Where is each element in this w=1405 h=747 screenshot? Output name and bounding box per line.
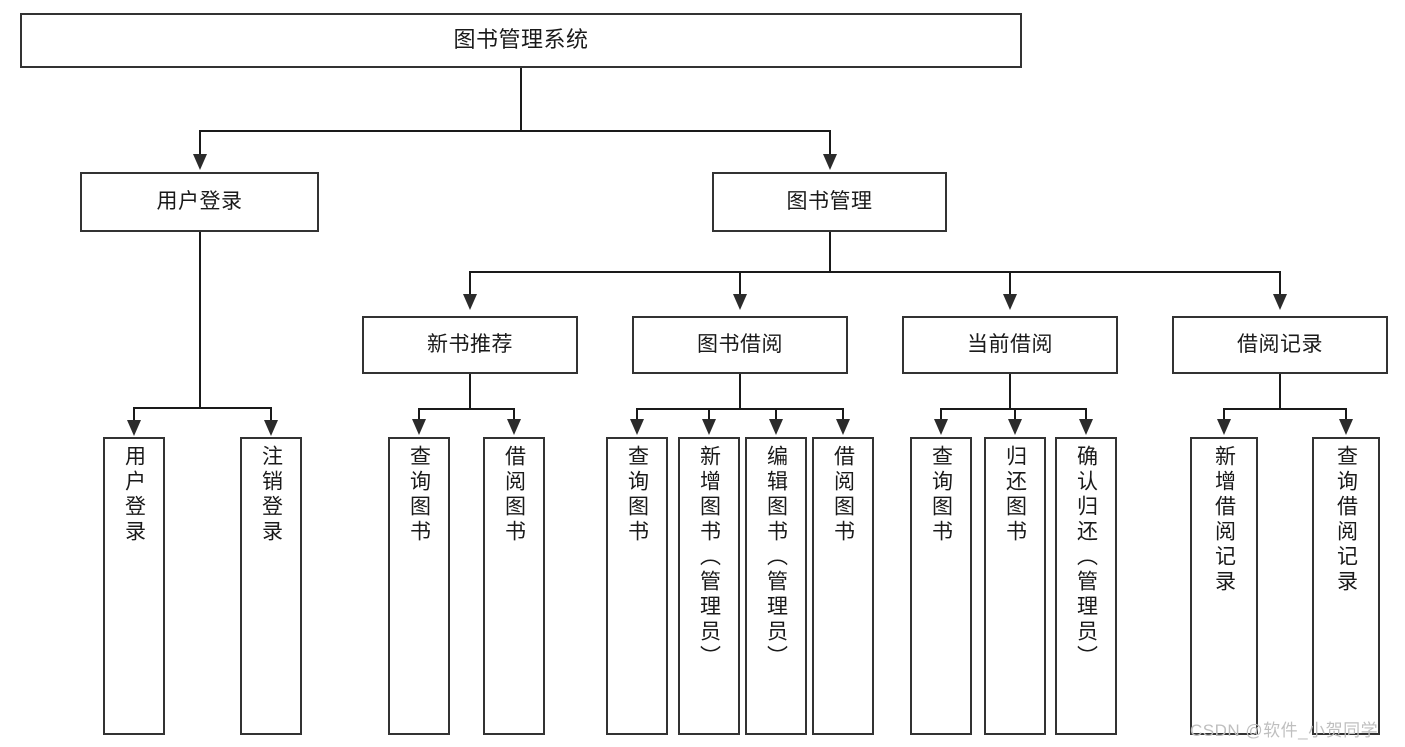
node-label: 借阅记录: [1237, 333, 1323, 357]
connector-book-mgmt-drop-4: [1279, 271, 1281, 295]
connector-book-mgmt-drop-2: [739, 271, 741, 295]
connector-root-bus: [199, 130, 831, 132]
connector-book-mgmt-bus: [469, 271, 1281, 273]
connector-current-stem: [1009, 374, 1011, 410]
connector-borrow-drop-2: [708, 408, 710, 420]
arrow-down-icon: [127, 420, 141, 436]
arrow-down-icon: [934, 419, 948, 435]
arrow-down-icon: [463, 294, 477, 310]
node-user-login[interactable]: 用户登录: [80, 172, 319, 232]
arrow-down-icon: [1003, 294, 1017, 310]
connector-record-drop-2: [1345, 408, 1347, 420]
arrow-down-icon: [823, 154, 837, 170]
connector-root-drop-1: [199, 130, 201, 156]
node-label: 用户登录: [122, 445, 146, 545]
node-label: 注销登录: [259, 445, 283, 545]
connector-record-bus: [1223, 408, 1347, 410]
connector-record-drop-1: [1223, 408, 1225, 420]
leaf-add-borrow-record[interactable]: 新增借阅记录: [1190, 437, 1258, 735]
node-label: 新增借阅记录: [1212, 445, 1236, 595]
node-label: 查询图书: [625, 445, 649, 545]
node-label: 图书借阅: [697, 333, 783, 357]
node-label: 确认归还（管理员）: [1074, 445, 1098, 670]
node-label: 用户登录: [156, 190, 243, 214]
leaf-query-book-current[interactable]: 查询图书: [910, 437, 972, 735]
leaf-add-book-admin[interactable]: 新增图书（管理员）: [678, 437, 740, 735]
leaf-query-book-recommend[interactable]: 查询图书: [388, 437, 450, 735]
leaf-return-book[interactable]: 归还图书: [984, 437, 1046, 735]
arrow-down-icon: [507, 419, 521, 435]
arrow-down-icon: [1008, 419, 1022, 435]
connector-root-stem: [520, 68, 522, 131]
node-label: 当前借阅: [967, 333, 1053, 357]
connector-recommend-bus: [418, 408, 515, 410]
connector-user-login-drop-2: [270, 407, 272, 421]
leaf-confirm-return-admin[interactable]: 确认归还（管理员）: [1055, 437, 1117, 735]
node-book-borrow[interactable]: 图书借阅: [632, 316, 848, 374]
connector-book-mgmt-stem: [829, 232, 831, 273]
connector-recommend-stem: [469, 374, 471, 410]
node-label: 借阅图书: [502, 445, 526, 545]
node-label: 查询图书: [407, 445, 431, 545]
arrow-down-icon: [1079, 419, 1093, 435]
leaf-borrow-book[interactable]: 借阅图书: [812, 437, 874, 735]
arrow-down-icon: [769, 419, 783, 435]
node-label: 图书管理: [786, 190, 873, 214]
arrow-down-icon: [1339, 419, 1353, 435]
connector-recommend-drop-1: [418, 408, 420, 420]
node-book-management[interactable]: 图书管理: [712, 172, 947, 232]
leaf-user-login[interactable]: 用户登录: [103, 437, 165, 735]
arrow-down-icon: [193, 154, 207, 170]
connector-current-drop-3: [1085, 408, 1087, 420]
node-label: 查询借阅记录: [1334, 445, 1358, 595]
arrow-down-icon: [702, 419, 716, 435]
arrow-down-icon: [1273, 294, 1287, 310]
node-label: 归还图书: [1003, 445, 1027, 545]
node-label: 新增图书（管理员）: [697, 445, 721, 670]
connector-record-stem: [1279, 374, 1281, 410]
connector-root-drop-2: [829, 130, 831, 156]
arrow-down-icon: [264, 420, 278, 436]
connector-user-login-drop-1: [133, 407, 135, 421]
arrow-down-icon: [412, 419, 426, 435]
connector-book-mgmt-drop-1: [469, 271, 471, 295]
connector-borrow-drop-4: [842, 408, 844, 420]
connector-book-mgmt-drop-3: [1009, 271, 1011, 295]
node-root-system[interactable]: 图书管理系统: [20, 13, 1022, 68]
node-label: 图书管理系统: [453, 27, 589, 53]
node-current-borrow[interactable]: 当前借阅: [902, 316, 1118, 374]
connector-user-login-stem: [199, 232, 201, 409]
node-label: 借阅图书: [831, 445, 855, 545]
arrow-down-icon: [630, 419, 644, 435]
node-label: 查询图书: [929, 445, 953, 545]
node-new-book-recommend[interactable]: 新书推荐: [362, 316, 578, 374]
connector-borrow-drop-3: [775, 408, 777, 420]
connector-borrow-bus: [636, 408, 843, 410]
leaf-logout[interactable]: 注销登录: [240, 437, 302, 735]
connector-borrow-stem: [739, 374, 741, 410]
leaf-query-book-borrow[interactable]: 查询图书: [606, 437, 668, 735]
arrow-down-icon: [733, 294, 747, 310]
arrow-down-icon: [1217, 419, 1231, 435]
connector-current-drop-2: [1014, 408, 1016, 420]
node-label: 新书推荐: [427, 333, 513, 357]
connector-current-bus: [940, 408, 1086, 410]
leaf-edit-book-admin[interactable]: 编辑图书（管理员）: [745, 437, 807, 735]
csdn-watermark: CSDN @软件_小贺同学: [1190, 721, 1379, 740]
connector-user-login-bus: [133, 407, 271, 409]
leaf-borrow-book-recommend[interactable]: 借阅图书: [483, 437, 545, 735]
leaf-query-borrow-record[interactable]: 查询借阅记录: [1312, 437, 1380, 735]
connector-borrow-drop-1: [636, 408, 638, 420]
connector-current-drop-1: [940, 408, 942, 420]
arrow-down-icon: [836, 419, 850, 435]
node-label: 编辑图书（管理员）: [764, 445, 788, 670]
node-borrow-record[interactable]: 借阅记录: [1172, 316, 1388, 374]
connector-recommend-drop-2: [513, 408, 515, 420]
